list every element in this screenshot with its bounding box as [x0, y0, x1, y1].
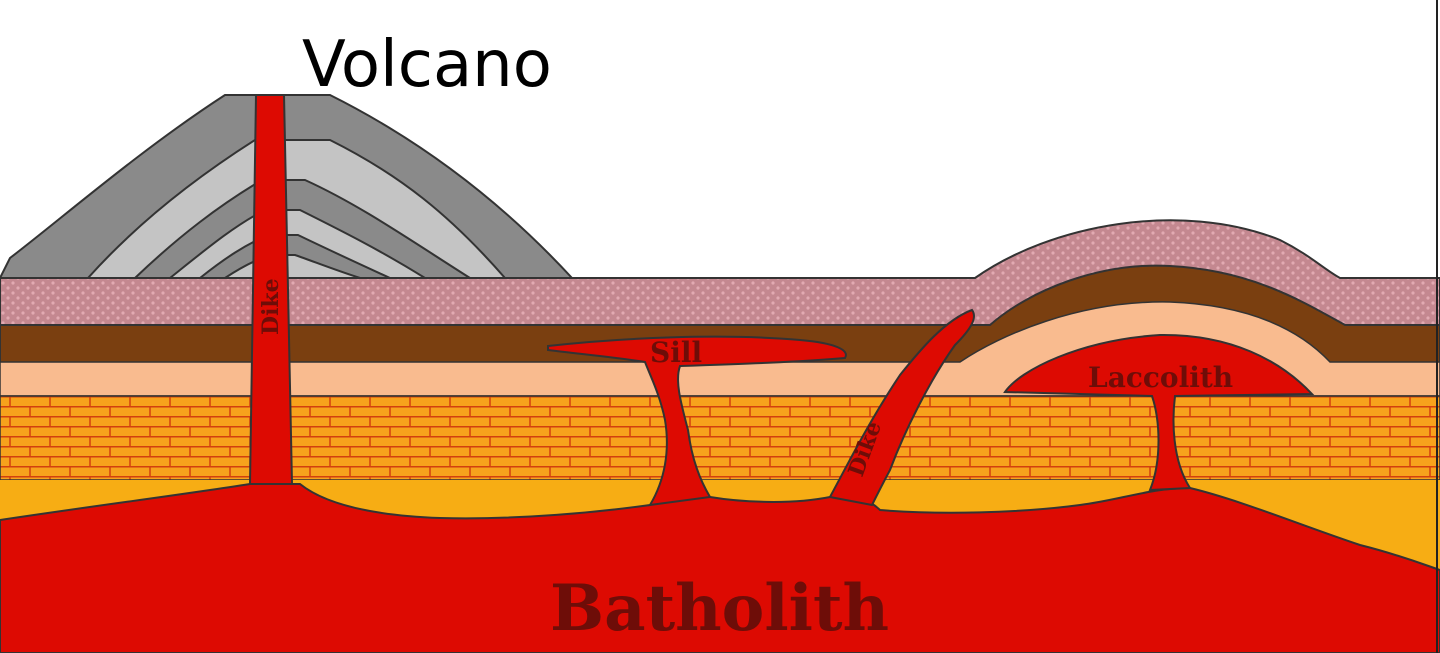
- dike-right: [828, 308, 975, 507]
- laccolith: [1003, 333, 1315, 492]
- sill: [547, 335, 847, 507]
- dike-left-label: Dike: [258, 278, 284, 335]
- batholith-body: [0, 483, 1440, 653]
- dike-left: [248, 94, 294, 485]
- brick-rock-layer: [0, 395, 1440, 481]
- laccolith-label: Laccolith: [1088, 361, 1233, 394]
- batholith-label: Batholith: [550, 571, 889, 646]
- volcano-label: Volcano: [302, 28, 552, 102]
- sill-label: Sill: [650, 336, 702, 369]
